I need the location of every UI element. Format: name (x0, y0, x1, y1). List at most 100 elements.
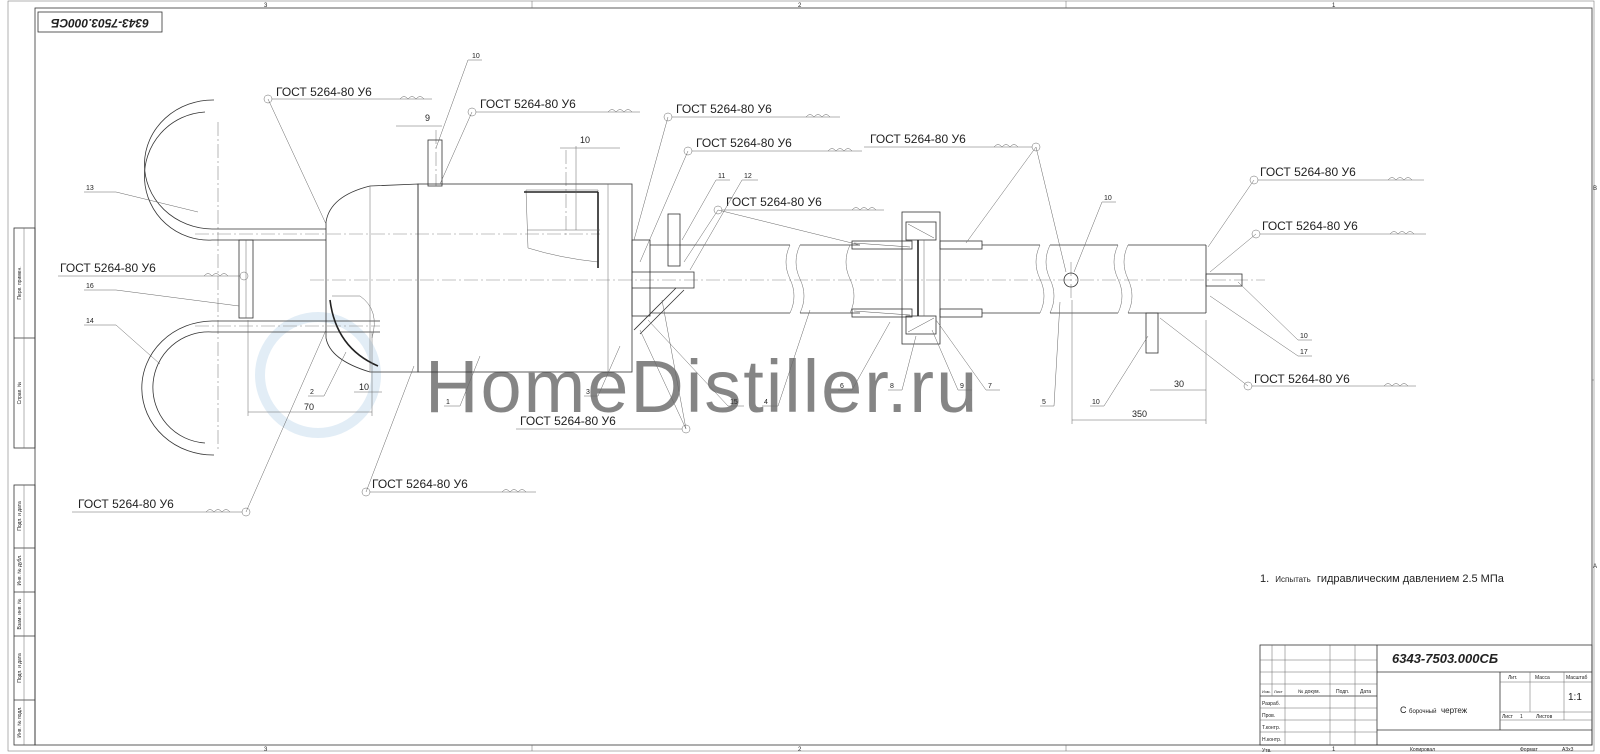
zone-number-top-2: 2 (798, 3, 802, 9)
weld-callout: ГОСТ 5264-80 У6 (58, 261, 249, 281)
gost-label: ГОСТ 5264-80 У6 (1254, 372, 1350, 386)
sheet-frame: 3 2 1 3 2 1 B A 6343-7503.000СБ (7, 0, 1597, 753)
part-label: 17 (1300, 349, 1308, 356)
weld-callout: ГОСТ 5264-80 У6 (263, 85, 432, 225)
gost-label: ГОСТ 5264-80 У6 (676, 102, 772, 116)
part-label: 2 (310, 389, 314, 396)
weld-callout: ГОСТ 5264-80 У6 (439, 97, 640, 185)
side-fitting (632, 213, 695, 335)
lit-label: Лит. (1508, 675, 1517, 681)
part-label: 10 (1300, 333, 1308, 340)
row-norm-control: Н.контр. (1262, 737, 1281, 743)
gost-label: ГОСТ 5264-80 У6 (372, 477, 468, 491)
weld-callout: ГОСТ 5264-80 У6 (633, 102, 840, 241)
col-sign: Подп. (1336, 689, 1349, 695)
col-sheet: Лист (1274, 689, 1283, 694)
watermark-text: HomeDistiller.ru (425, 345, 979, 428)
part-label: 8 (890, 383, 894, 390)
strip-sign-date-2: Подп. и дата (17, 653, 23, 683)
gost-label: ГОСТ 5264-80 У6 (1262, 219, 1358, 233)
weld-callout: ГОСТ 5264-80 У6 (1159, 317, 1416, 391)
dim-10-top: 10 (580, 135, 590, 145)
technical-note: 1. Испытать гидравлическим давлением 2.5… (1260, 573, 1505, 585)
note-word: Испытать (1275, 575, 1311, 584)
rotated-designation: 6343-7503.000СБ (51, 16, 149, 30)
part-label: 10 (1104, 195, 1112, 202)
zone-number-top-1: 1 (1332, 3, 1336, 9)
part-label: 16 (86, 283, 94, 290)
sheet-label: Лист (1502, 714, 1514, 720)
dim-350: 350 (1132, 409, 1147, 419)
gost-label: ГОСТ 5264-80 У6 (60, 261, 156, 275)
gost-label: ГОСТ 5264-80 У6 (520, 414, 616, 428)
strip-first-use: Перв. примен. (17, 266, 23, 299)
part-label: 12 (744, 173, 752, 180)
col-date: Дата (1360, 689, 1371, 695)
pipe-section-5 (982, 244, 1243, 354)
svg-text:С борочный чертеж: С борочный чертеж (1400, 705, 1468, 715)
weld-callout: ГОСТ 5264-80 У6 (683, 195, 884, 263)
note-text: гидравлическим давлением 2.5 МПа (1317, 573, 1505, 585)
dim-70: 70 (304, 402, 314, 412)
part-label: 15 (730, 399, 738, 406)
part-label: 6 (840, 383, 844, 390)
dim-30: 30 (1174, 379, 1184, 389)
strip-orig-inv: Инв. № подл. (17, 706, 23, 737)
u-tube-lower (141, 320, 380, 456)
row-tech-control: Т.контр. (1262, 725, 1280, 731)
gost-label: ГОСТ 5264-80 У6 (1260, 165, 1356, 179)
weld-callout: ГОСТ 5264-80 У6 (864, 132, 1067, 273)
strip-sign-date-1: Подп. и дата (17, 501, 23, 531)
note-prefix: 1. (1260, 573, 1269, 585)
weld-callout: ГОСТ 5264-80 У6 (1207, 165, 1424, 248)
part-label: 9 (960, 383, 964, 390)
part-label: 3 (586, 389, 590, 396)
zone-number-bottom-3: 3 (264, 747, 268, 753)
zone-letter-b: B (1593, 186, 1597, 192)
dim-9: 9 (425, 113, 430, 123)
col-doc-no: № докум. (1298, 689, 1320, 695)
zone-letter-a: A (1593, 564, 1597, 570)
part-label: 11 (718, 173, 725, 180)
gost-label: ГОСТ 5264-80 У6 (78, 497, 174, 511)
scale-value: 1:1 (1568, 692, 1582, 703)
sheet-number: 1 (1520, 714, 1523, 720)
doc-title-end: чертеж (1441, 706, 1468, 715)
center-lines (195, 122, 1265, 450)
vessel (325, 139, 651, 373)
title-block: 6343-7503.000СБ С борочный чертеж Лит. М… (1259, 644, 1593, 754)
weld-callouts: ГОСТ 5264-80 У6 ГОСТ 5264-80 У6 ГОСТ 526… (58, 85, 1426, 517)
title-designation: 6343-7503.000СБ (1392, 651, 1498, 666)
scale-label: Масштаб (1566, 675, 1588, 681)
dim-10-bottom: 10 (359, 382, 369, 392)
weld-callout: ГОСТ 5264-80 У6 (72, 329, 327, 517)
gost-label: ГОСТ 5264-80 У6 (480, 97, 576, 111)
part-label: 5 (1042, 399, 1046, 406)
gost-label: ГОСТ 5264-80 У6 (276, 85, 372, 99)
svg-text:1. Испытать гидрав: 1. Испытать гидравлическим давлением 2.5… (1260, 573, 1505, 585)
row-checked: Пров. (1262, 713, 1275, 719)
row-approved: Утв. (1262, 748, 1272, 754)
doc-title-first: С (1400, 705, 1407, 715)
format-value: А3х3 (1562, 747, 1574, 753)
part-label: 4 (764, 399, 768, 406)
col-change: Изм. (1262, 689, 1271, 694)
strip-replaced-inv: Взам. инв. № (17, 599, 23, 630)
format-label: Формат (1520, 747, 1538, 753)
zone-number-bottom-2: 2 (798, 747, 802, 753)
weld-callout: ГОСТ 5264-80 У6 (639, 136, 862, 263)
dimensions: 9 10 10 70 30 350 (247, 113, 1207, 424)
pipe-section-4 (650, 244, 860, 314)
gost-label: ГОСТ 5264-80 У6 (696, 136, 792, 150)
gost-label: ГОСТ 5264-80 У6 (726, 195, 822, 209)
zone-number-top-3: 3 (264, 3, 268, 9)
copied-label: Копировал (1410, 747, 1435, 753)
weld-callout: ГОСТ 5264-80 У6 (361, 365, 536, 497)
weld-callout: ГОСТ 5264-80 У6 (1209, 219, 1426, 273)
mass-label: Масса (1535, 675, 1550, 681)
gost-label: ГОСТ 5264-80 У6 (870, 132, 966, 146)
row-developed: Разраб. (1262, 701, 1280, 707)
watermark: HomeDistiller.ru (255, 312, 979, 438)
weld-callout: ГОСТ 5264-80 У6 (516, 299, 691, 434)
